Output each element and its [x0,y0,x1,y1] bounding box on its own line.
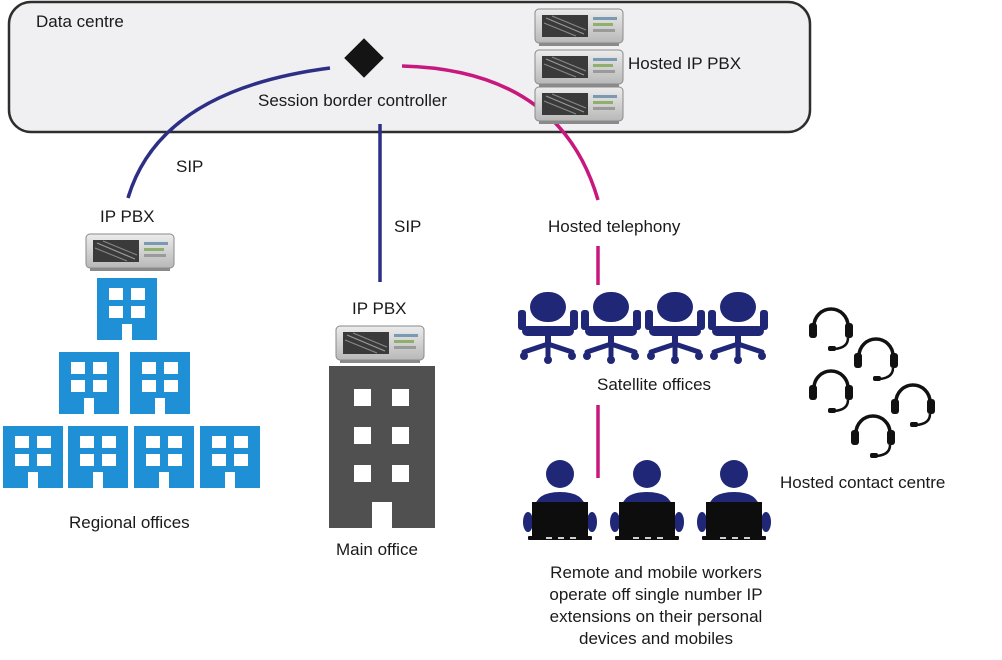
sbc-label: Session border controller [258,91,447,110]
server-icon [534,8,624,47]
office-chair-icon [645,292,705,364]
main-office-label: Main office [336,540,418,559]
remote-workers-caption: Remote and mobile workers operate off si… [549,563,762,648]
building-icon [59,352,119,414]
regional-offices-label: Regional offices [69,513,190,532]
sip-label-left: SIP [176,157,203,176]
building-icon [329,366,435,528]
headset-icon [807,369,855,415]
remote-caption-line: extensions on their personal [550,607,763,626]
ip-pbx-label-regional: IP PBX [100,207,155,226]
headset-icon [807,307,855,353]
sip-link-regional [126,66,331,199]
server-icon [534,86,624,125]
building-icon [97,278,157,340]
hosted-contact-centre-label: Hosted contact centre [780,473,945,492]
office-chair-icon [518,292,578,364]
building-icon [130,352,190,414]
headset-icon [849,414,897,460]
laptop-worker-icon [697,460,771,540]
building-icon [134,426,194,488]
server-icon [335,325,425,364]
headset-icon [852,337,900,383]
building-icon [68,426,128,488]
sip-label-center: SIP [394,217,421,236]
office-chair-icon [581,292,641,364]
remote-caption-line: operate off single number IP [549,585,762,604]
laptop-worker-icon [610,460,684,540]
ip-pbx-label-main: IP PBX [352,299,407,318]
satellite-offices-label: Satellite offices [597,375,711,394]
server-icon [85,233,175,272]
hosted-pbx-label: Hosted IP PBX [628,54,741,73]
hosted-link [401,64,600,201]
headset-icon [889,383,937,429]
server-icon [534,49,624,88]
office-chair-icon [708,292,768,364]
building-icon [3,426,63,488]
remote-caption-line: devices and mobiles [579,629,733,648]
building-icon [200,426,260,488]
regional-buildings [3,278,260,488]
data-centre-label: Data centre [36,12,124,31]
hosted-telephony-label: Hosted telephony [548,217,681,236]
laptop-worker-icon [523,460,597,540]
remote-caption-line: Remote and mobile workers [550,563,762,582]
